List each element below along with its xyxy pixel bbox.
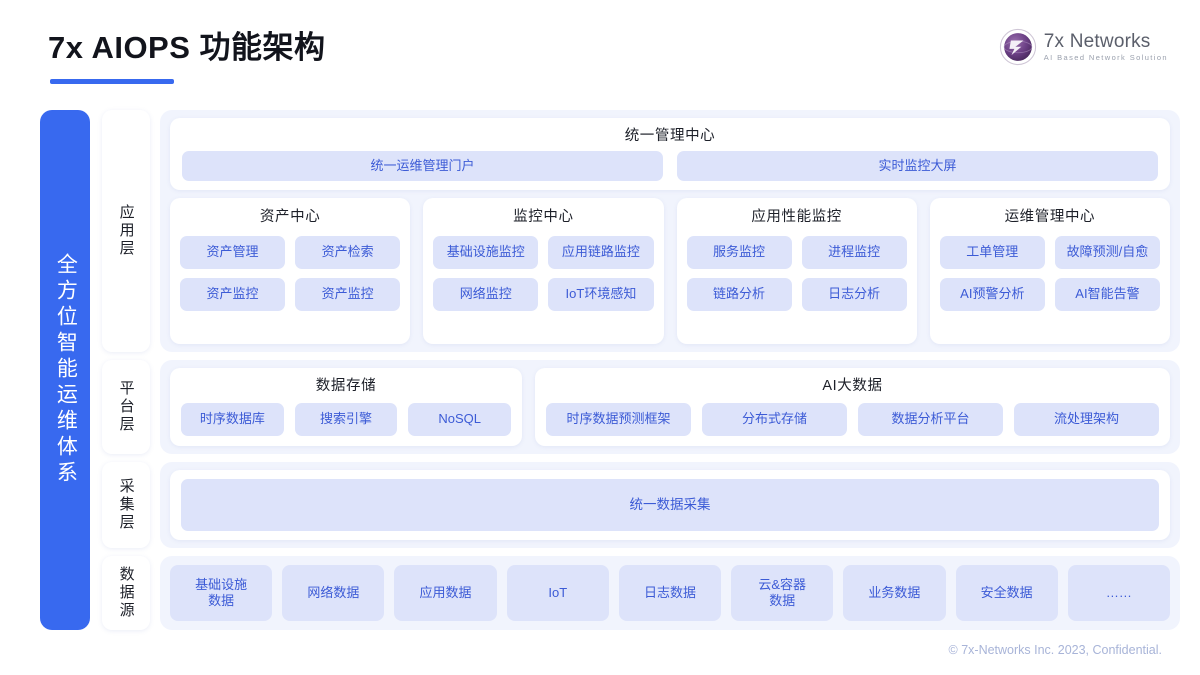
layer-application: 统一管理中心 统一运维管理门户 实时监控大屏 资产中心 资产管理 资产检索 资产… xyxy=(160,110,1180,352)
module-unified-ops-portal[interactable]: 统一运维管理门户 xyxy=(182,151,663,181)
application-performance-monitoring-card: 应用性能监控 服务监控 进程监控 链路分析 日志分析 xyxy=(676,198,917,344)
application-layer-cards: 资产中心 资产管理 资产检索 资产监控 资产监控 监控中心 基础设施监控 应用链… xyxy=(170,198,1170,344)
unified-management-center-items: 统一运维管理门户 实时监控大屏 xyxy=(182,151,1158,181)
module-stream-processing-architecture[interactable]: 流处理架构 xyxy=(1014,402,1159,436)
module-asset-monitoring-1[interactable]: 资产监控 xyxy=(180,277,286,311)
asset-center-items: 资产管理 资产检索 资产监控 资产监控 xyxy=(170,235,410,311)
module-unified-data-collection[interactable]: 统一数据采集 xyxy=(181,479,1159,531)
overall-system-banner-label: 全方位智能运维体系 xyxy=(54,253,78,487)
module-asset-management[interactable]: 资产管理 xyxy=(180,235,286,269)
ai-bigdata-card: AI大数据 时序数据预测框架 分布式存储 数据分析平台 流处理架构 xyxy=(535,368,1170,446)
title-underline-rule xyxy=(50,79,174,84)
module-fault-prediction-self-healing[interactable]: 故障预测/自愈 xyxy=(1054,235,1160,269)
module-service-monitoring[interactable]: 服务监控 xyxy=(686,235,792,269)
datasource-security-data[interactable]: 安全数据 xyxy=(955,565,1058,621)
module-search-engine[interactable]: 搜索引擎 xyxy=(294,402,398,436)
module-timeseries-prediction-framework[interactable]: 时序数据预测框架 xyxy=(546,402,691,436)
module-nosql[interactable]: NoSQL xyxy=(408,402,512,436)
asset-center-card: 资产中心 资产管理 资产检索 资产监控 资产监控 xyxy=(170,198,411,344)
module-asset-monitoring-2[interactable]: 资产监控 xyxy=(295,277,401,311)
datasource-infrastructure-data[interactable]: 基础设施数据 xyxy=(170,565,273,621)
application-performance-monitoring-items: 服务监控 进程监控 链路分析 日志分析 xyxy=(677,235,917,311)
page-header: 7x AIOPS 功能架构 7x Networks AI Based Netwo… xyxy=(0,0,1200,98)
module-iot-environment-sensing[interactable]: IoT环境感知 xyxy=(548,277,654,311)
logo-text-block: 7x Networks AI Based Network Solution xyxy=(1044,32,1168,62)
module-realtime-monitor-screen[interactable]: 实时监控大屏 xyxy=(677,151,1158,181)
layer-name-collection: 采集层 xyxy=(102,462,150,548)
globe-7-logo-icon xyxy=(999,28,1036,66)
ai-bigdata-title: AI大数据 xyxy=(822,378,883,394)
platform-layer-cards: 数据存储 时序数据库 搜索引擎 NoSQL AI大数据 时序数据预测框架 分布式… xyxy=(170,368,1170,446)
datasource-cloud-container-data[interactable]: 云&容器数据 xyxy=(731,565,834,621)
module-time-series-database[interactable]: 时序数据库 xyxy=(181,402,284,436)
module-ai-intelligent-alerting[interactable]: AI智能告警 xyxy=(1054,277,1160,311)
module-data-analytics-platform[interactable]: 数据分析平台 xyxy=(858,402,1003,436)
logo-company-name: 7x Networks xyxy=(1043,31,1151,53)
data-storage-items: 时序数据库 搜索引擎 NoSQL xyxy=(170,402,522,436)
ops-management-center-title: 运维管理中心 xyxy=(1004,209,1096,225)
layer-stack: 统一管理中心 统一运维管理门户 实时监控大屏 资产中心 资产管理 资产检索 资产… xyxy=(160,110,1180,630)
layer-name-column: 应用层 平台层 采集层 数据源 xyxy=(102,110,150,630)
datasource-iot[interactable]: IoT xyxy=(506,565,609,621)
monitoring-center-items: 基础设施监控 应用链路监控 网络监控 IoT环境感知 xyxy=(423,235,663,311)
page-title: 7x AIOPS 功能架构 xyxy=(48,30,326,65)
module-trace-analysis[interactable]: 链路分析 xyxy=(686,277,792,311)
module-ticket-management[interactable]: 工单管理 xyxy=(939,235,1045,269)
module-asset-search[interactable]: 资产检索 xyxy=(295,235,401,269)
datasource-network-data[interactable]: 网络数据 xyxy=(282,565,385,621)
layer-name-application: 应用层 xyxy=(102,110,150,352)
ops-management-center-card: 运维管理中心 工单管理 故障预测/自愈 AI预警分析 AI智能告警 xyxy=(929,198,1170,344)
datasource-more-ellipsis[interactable]: …… xyxy=(1067,565,1170,621)
application-performance-monitoring-title: 应用性能监控 xyxy=(751,209,842,225)
datasource-application-data[interactable]: 应用数据 xyxy=(394,565,497,621)
layer-name-collection-label: 采集层 xyxy=(117,478,135,532)
monitoring-center-card: 监控中心 基础设施监控 应用链路监控 网络监控 IoT环境感知 xyxy=(423,198,664,344)
logo-tagline: AI Based Network Solution xyxy=(1043,53,1168,63)
module-process-monitoring[interactable]: 进程监控 xyxy=(801,235,907,269)
unified-management-center-card: 统一管理中心 统一运维管理门户 实时监控大屏 xyxy=(170,118,1170,190)
layer-name-datasource: 数据源 xyxy=(102,556,150,630)
layer-datasource: 基础设施数据 网络数据 应用数据 IoT 日志数据 云&容器数据 业务数据 安全… xyxy=(160,556,1180,630)
datasource-business-data[interactable]: 业务数据 xyxy=(843,565,946,621)
datasource-log-data[interactable]: 日志数据 xyxy=(618,565,722,621)
module-application-trace-monitoring[interactable]: 应用链路监控 xyxy=(548,235,654,269)
brand-logo: 7x Networks AI Based Network Solution xyxy=(999,28,1168,66)
module-log-analysis[interactable]: 日志分析 xyxy=(801,277,907,311)
module-distributed-storage[interactable]: 分布式存储 xyxy=(702,402,847,436)
layer-name-platform: 平台层 xyxy=(102,360,150,454)
layer-name-application-label: 应用层 xyxy=(117,204,135,258)
overall-system-banner: 全方位智能运维体系 xyxy=(40,110,90,630)
unified-data-collection-card: 统一数据采集 xyxy=(170,470,1170,540)
layer-collection: 统一数据采集 xyxy=(160,462,1180,548)
ops-management-center-items: 工单管理 故障预测/自愈 AI预警分析 AI智能告警 xyxy=(930,235,1170,311)
ai-bigdata-items: 时序数据预测框架 分布式存储 数据分析平台 流处理架构 xyxy=(535,402,1170,436)
datasource-items: 基础设施数据 网络数据 应用数据 IoT 日志数据 云&容器数据 业务数据 安全… xyxy=(170,565,1170,621)
data-storage-title: 数据存储 xyxy=(315,378,377,394)
unified-management-center-title: 统一管理中心 xyxy=(624,128,716,144)
layer-name-platform-label: 平台层 xyxy=(117,380,135,434)
layer-platform: 数据存储 时序数据库 搜索引擎 NoSQL AI大数据 时序数据预测框架 分布式… xyxy=(160,360,1180,454)
footer-copyright: © 7x-Networks Inc. 2023, Confidential. xyxy=(948,643,1162,657)
module-ai-early-warning-analysis[interactable]: AI预警分析 xyxy=(939,277,1045,311)
module-network-monitoring[interactable]: 网络监控 xyxy=(433,277,539,311)
architecture-diagram: 全方位智能运维体系 应用层 平台层 采集层 数据源 统一管理中心 统一运维管理门… xyxy=(40,110,1180,630)
asset-center-title: 资产中心 xyxy=(259,209,321,225)
module-infrastructure-monitoring[interactable]: 基础设施监控 xyxy=(433,235,539,269)
data-storage-card: 数据存储 时序数据库 搜索引擎 NoSQL xyxy=(170,368,522,446)
monitoring-center-title: 监控中心 xyxy=(513,209,574,225)
layer-name-datasource-label: 数据源 xyxy=(117,566,135,620)
